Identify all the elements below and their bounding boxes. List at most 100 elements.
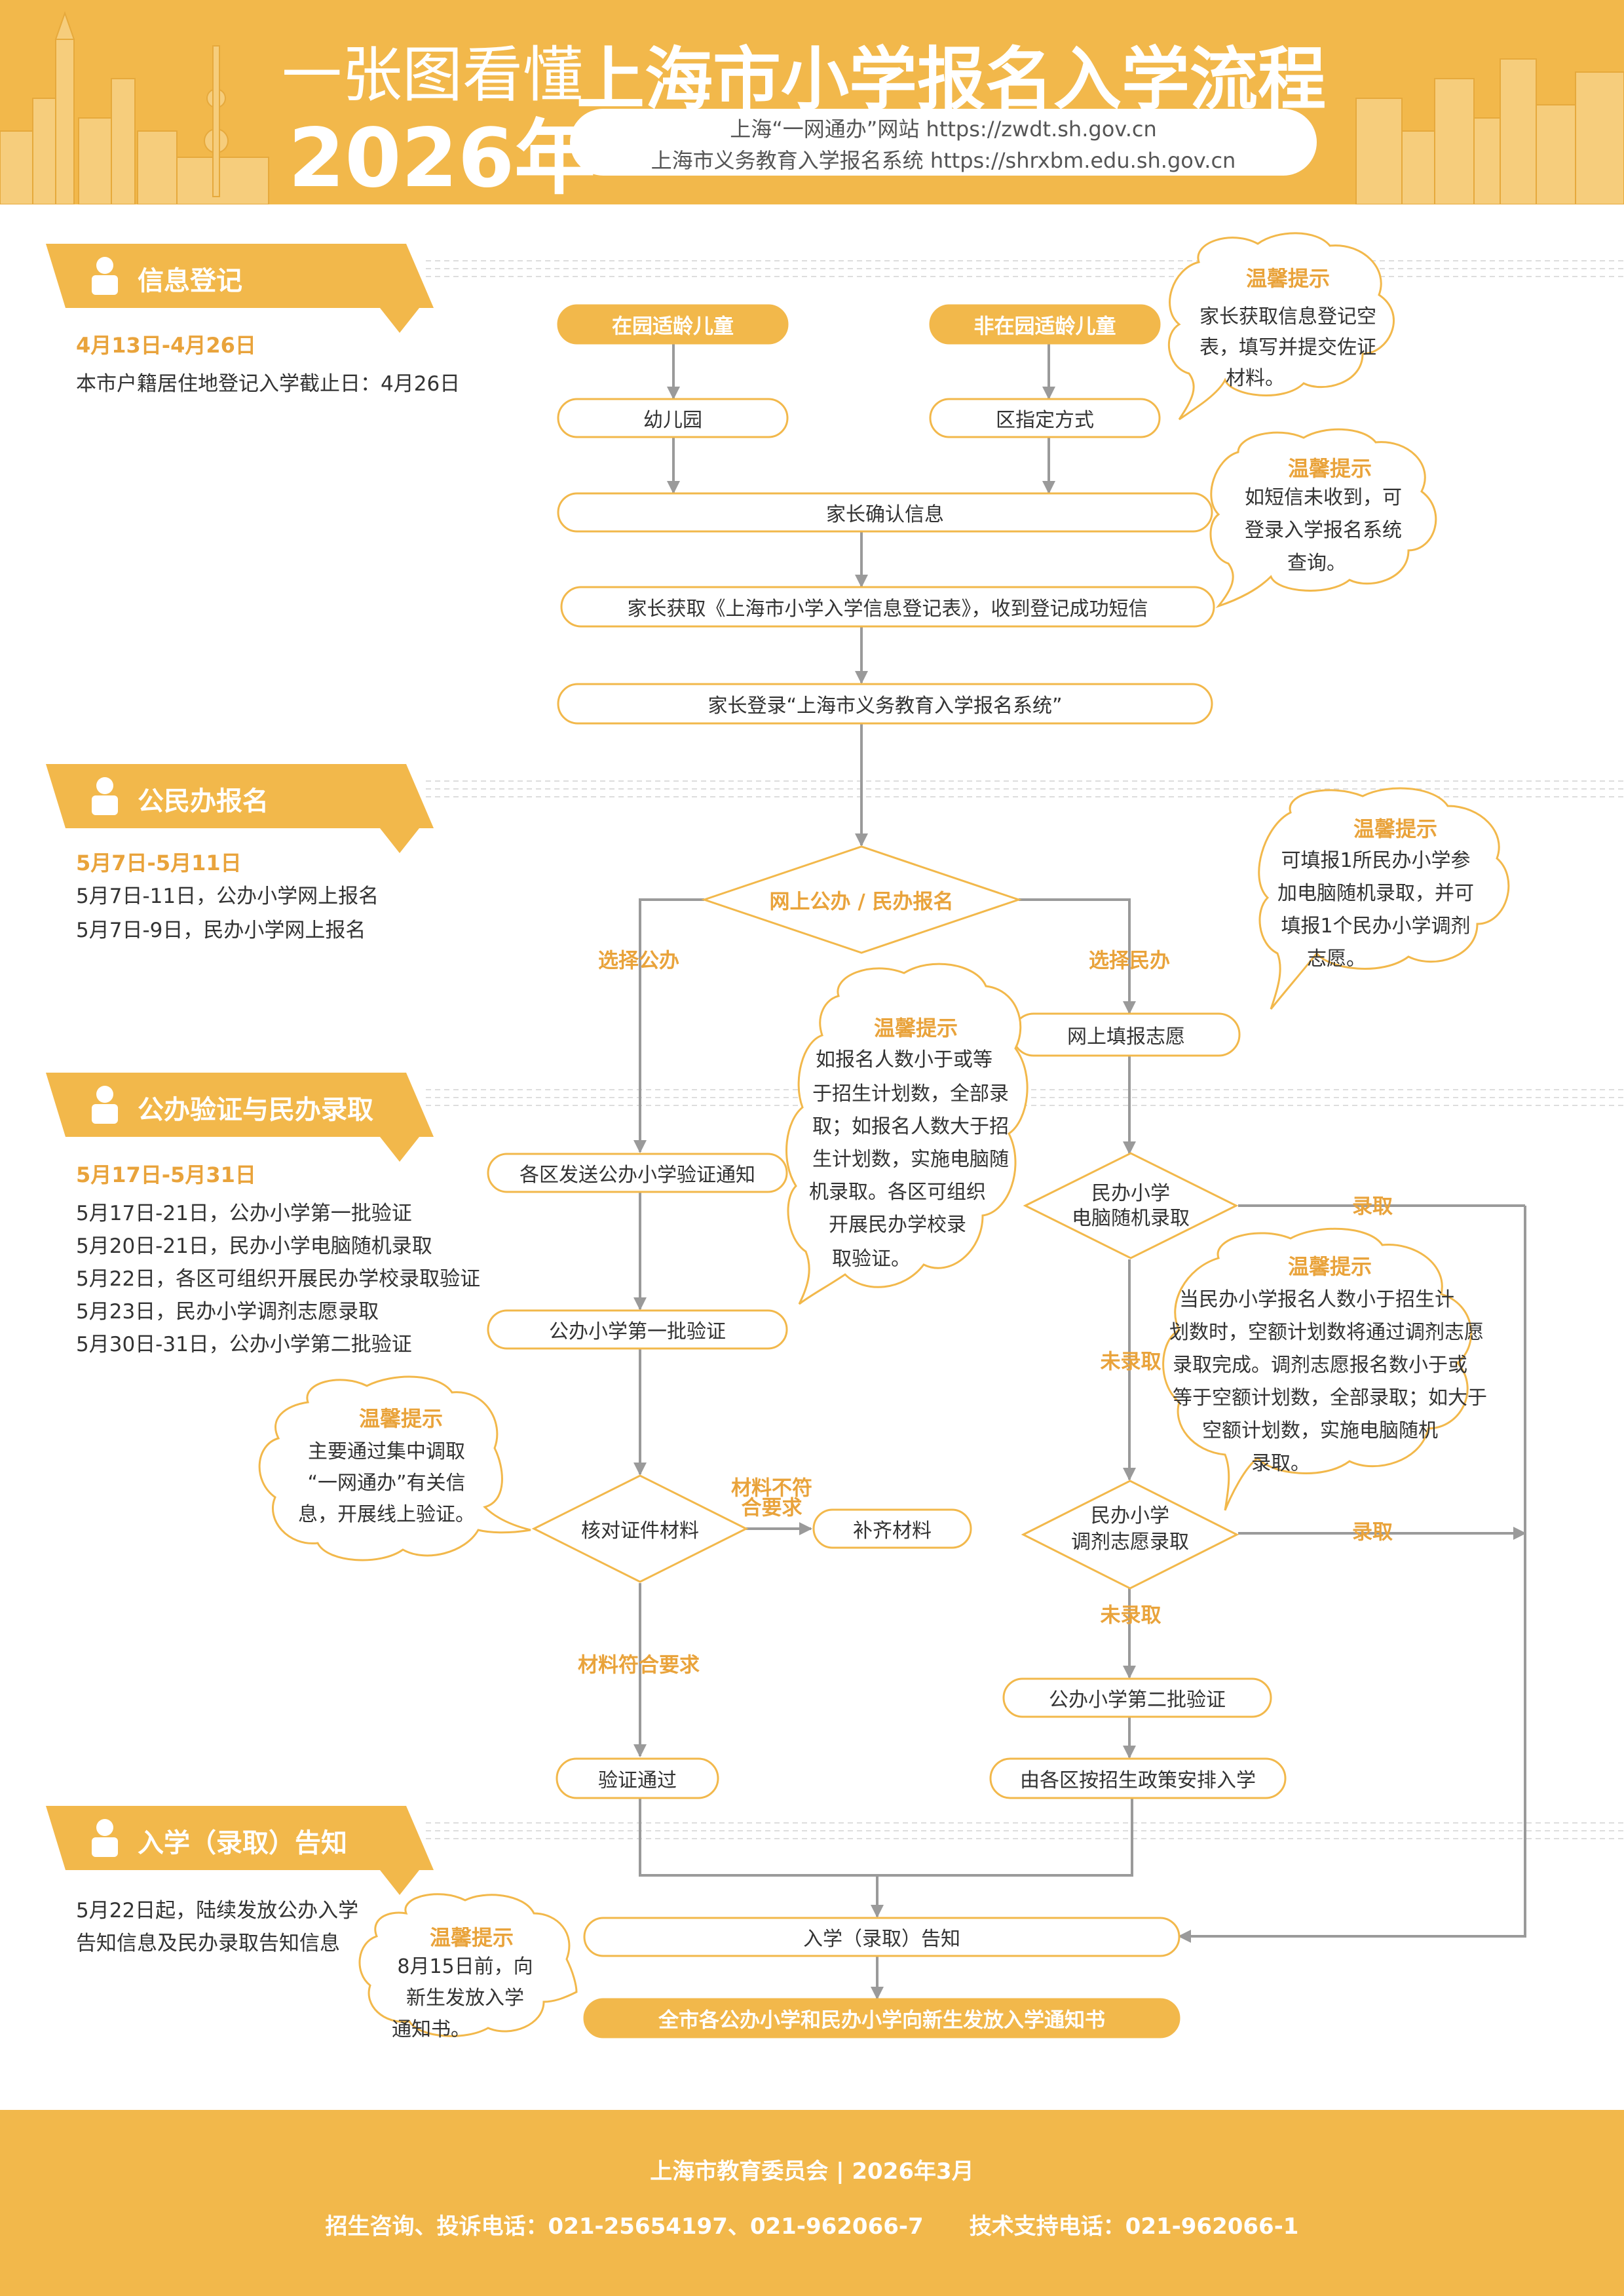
label-private-lottery-1: 民办小学	[1091, 1182, 1170, 1205]
footer: 上海市教育委员会 | 2026年3月 招生咨询、投诉电话：021-2565419…	[0, 2110, 1624, 2296]
label-kindergarten: 幼儿园	[643, 409, 702, 432]
label-not-admitted-2: 未录取	[1100, 1603, 1161, 1628]
node-district-arrange	[989, 1757, 1287, 1799]
tip-title-4: 温馨提示	[873, 1016, 958, 1041]
tip-5-line-2: 划数时，空额计划数将通过调剂志愿	[1169, 1321, 1484, 1344]
node-in-kindergarten	[557, 304, 789, 345]
section-banner-apply	[46, 764, 1624, 853]
label-not-in-kindergarten: 非在园适龄儿童	[973, 315, 1116, 339]
tip-3-line-3: 填报1个民办小学调剂	[1281, 915, 1471, 938]
tip-4-line-5: 机录取。各区可组织	[809, 1181, 986, 1204]
label-admitted-2: 录取	[1352, 1520, 1393, 1544]
label-public-first-verify: 公办小学第一批验证	[549, 1320, 726, 1343]
section-date-verify: 5月17日-5月31日	[76, 1162, 256, 1187]
label-district-arrange: 由各区按招生政策安排入学	[1020, 1769, 1256, 1792]
node-kindergarten	[557, 398, 789, 438]
tip-6-line-2: “一网通办”有关信	[307, 1472, 466, 1495]
label-private-adjust-1: 民办小学	[1091, 1504, 1169, 1527]
node-district-method	[929, 398, 1161, 438]
label-online-apply: 网上公办 / 民办报名	[769, 890, 954, 914]
website-line-1[interactable]: 上海“一网通办”网站 https://zwdt.sh.gov.cn	[730, 117, 1157, 142]
label-docs-ok: 材料符合要求	[578, 1653, 700, 1677]
tip-5-line-6: 录取。	[1251, 1452, 1310, 1475]
section-title-info: 信息登记	[138, 266, 242, 296]
footer-phone-tech: 技术支持电话：021-962066-1	[969, 2213, 1299, 2240]
node-not-in-kindergarten	[929, 304, 1161, 345]
section-line-verify-4: 5月23日，民办小学调剂志愿录取	[76, 1300, 379, 1324]
tip-title-1: 温馨提示	[1245, 266, 1331, 291]
tip-cloud-2	[1209, 428, 1437, 609]
label-private-adjust-2: 调剂志愿录取	[1071, 1531, 1189, 1554]
label-private-lottery-2: 电脑随机录取	[1072, 1207, 1190, 1230]
node-verify-pass	[556, 1757, 719, 1799]
label-parent-login: 家长登录“上海市义务教育入学报名系统”	[708, 695, 1063, 718]
section-title-apply: 公民办报名	[138, 786, 269, 816]
tip-4-line-7: 取验证。	[832, 1248, 911, 1271]
tip-7-line-2: 新生发放入学	[406, 1987, 524, 2010]
footer-phone-consult: 招生咨询、投诉电话：021-25654197、021-962066-7	[325, 2213, 924, 2240]
footer-phones: 招生咨询、投诉电话：021-25654197、021-962066-7 技术支持电…	[0, 2208, 1624, 2240]
tip-4-line-3: 取；如报名人数大于招	[812, 1115, 1009, 1138]
tip-cloud-4	[785, 963, 1029, 1305]
label-check-docs: 核对证件材料	[581, 1520, 699, 1542]
label-not-admitted-1: 未录取	[1100, 1350, 1161, 1374]
node-parent-get-form	[560, 586, 1215, 628]
node-parent-login	[557, 683, 1213, 725]
label-docs-not-ok-1: 材料不符	[731, 1476, 812, 1501]
label-verify-pass: 验证通过	[598, 1769, 677, 1792]
section-line-info-1: 本市户籍居住地登记入学截止日：4月26日	[76, 372, 461, 396]
section-line-verify-2: 5月20日-21日，民办小学电脑随机录取	[76, 1234, 432, 1258]
website-box	[570, 109, 1317, 176]
tip-5-line-3: 录取完成。调剂志愿报名数小于或	[1173, 1354, 1467, 1377]
tip-cloud-5	[1162, 1227, 1473, 1511]
tip-cloud-6	[258, 1375, 531, 1561]
tip-2-line-2: 登录入学报名系统	[1245, 519, 1402, 542]
label-district-notice: 各区发送公办小学验证通知	[519, 1164, 755, 1187]
tip-title-5: 温馨提示	[1287, 1254, 1372, 1279]
tip-title-2: 温馨提示	[1287, 456, 1372, 481]
label-choose-public: 选择公办	[598, 949, 679, 973]
tip-title-3: 温馨提示	[1353, 816, 1438, 841]
node-final	[583, 1998, 1180, 2038]
section-line-verify-3: 5月22日，各区可组织开展民办学校录取验证	[76, 1267, 481, 1291]
section-date-info: 4月13日-4月26日	[76, 333, 256, 358]
tip-7-line-1: 8月15日前，向	[397, 1955, 533, 1978]
label-in-kindergarten: 在园适龄儿童	[612, 315, 734, 339]
node-public-second-verify	[1002, 1677, 1272, 1718]
tip-title-6: 温馨提示	[358, 1406, 444, 1431]
tip-1-line-2: 表，填写并提交佐证	[1199, 336, 1376, 359]
section-line-apply-2: 5月7日-9日，民办小学网上报名	[76, 919, 366, 942]
label-public-second-verify: 公办小学第二批验证	[1049, 1689, 1226, 1712]
node-supplement	[812, 1508, 972, 1549]
tip-3-line-2: 加电脑随机录取，并可	[1277, 882, 1474, 905]
section-title-verify: 公办验证与民办录取	[138, 1095, 373, 1125]
tip-3-line-4: 志愿。	[1307, 947, 1366, 970]
node-check-docs	[531, 1474, 749, 1583]
section-line-notice-1: 5月22日起，陆续发放公办入学	[76, 1899, 359, 1923]
website-line-2[interactable]: 上海市义务教育入学报名系统 https://shrxbm.edu.sh.gov.…	[651, 148, 1236, 173]
tip-4-line-6: 开展民办学校录	[829, 1214, 966, 1236]
tip-1-line-1: 家长获取信息登记空	[1199, 305, 1376, 328]
section-line-verify-5: 5月30日-31日，公办小学第二批验证	[76, 1333, 412, 1356]
section-title-notice: 入学（录取）告知	[138, 1828, 347, 1858]
tip-cloud-3	[1258, 787, 1510, 1010]
node-private-adjust	[1021, 1480, 1239, 1590]
tip-1-line-3: 材料。	[1226, 367, 1285, 390]
tip-cloud-7	[358, 1893, 578, 2037]
tip-5-line-1: 当民办小学报名人数小于招生计	[1179, 1288, 1454, 1311]
section-line-verify-1: 5月17日-21日，公办小学第一批验证	[76, 1202, 412, 1225]
label-parent-get-form: 家长获取《上海市小学入学信息登记表》，收到登记成功短信	[627, 598, 1148, 621]
tip-6-line-1: 主要通过集中调取	[308, 1440, 465, 1463]
year-title: 2026年	[288, 111, 596, 204]
tip-cloud-1	[1168, 232, 1395, 421]
person-icon	[92, 257, 118, 1857]
title-prefix: 一张图看懂	[282, 40, 584, 110]
footer-org-date: 上海市教育委员会 | 2026年3月	[650, 2158, 974, 2185]
tip-4-line-1: 如报名人数小于或等	[816, 1048, 992, 1071]
node-public-first-verify	[487, 1309, 788, 1350]
main-title: 上海市小学报名入学流程	[576, 39, 1327, 119]
node-parent-confirm	[557, 492, 1213, 533]
tip-2-line-3: 查询。	[1287, 552, 1346, 575]
